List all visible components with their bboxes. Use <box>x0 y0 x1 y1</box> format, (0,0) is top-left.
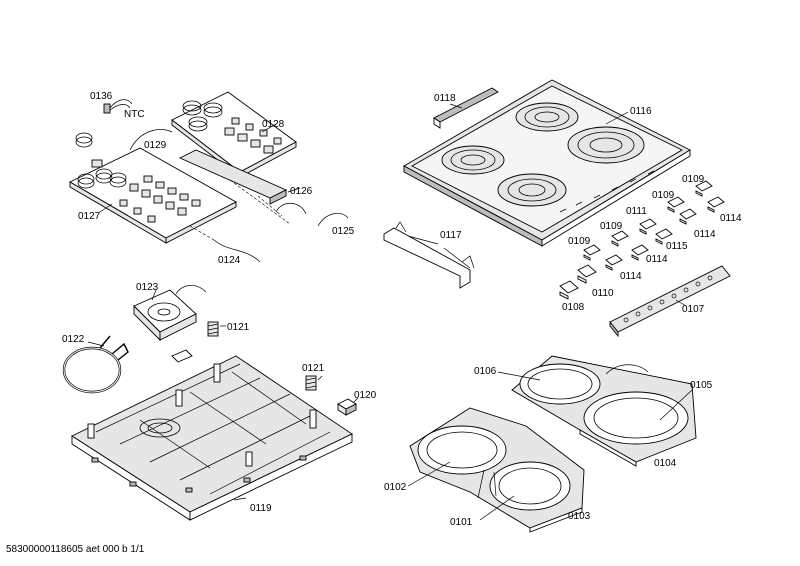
fan-0123 <box>133 285 207 342</box>
label-0121-b: 0121 <box>302 363 325 374</box>
label-0114-a: 0114 <box>720 213 742 224</box>
label-0128: 0128 <box>262 119 285 130</box>
label-0120: 0120 <box>354 390 377 401</box>
power-board-0128 <box>171 91 297 178</box>
label-0121-a: 0121 <box>227 322 250 333</box>
base-tray-0119 <box>71 355 353 521</box>
bracket-0117 <box>383 221 475 289</box>
coil-plate-0104 <box>511 355 697 467</box>
cable-0125 <box>317 212 349 227</box>
label-0114-c: 0114 <box>646 254 668 265</box>
part-labels: 0136 NTC 0129 0128 0127 0126 0125 0124 0… <box>62 91 742 528</box>
label-0109-d: 0109 <box>568 236 591 247</box>
gasket-0118 <box>433 87 499 129</box>
ferrite-ring <box>75 132 93 148</box>
label-0124: 0124 <box>218 255 241 266</box>
label-0110: 0110 <box>592 288 614 299</box>
label-0109-c: 0109 <box>600 221 623 232</box>
label-0125: 0125 <box>332 226 355 237</box>
label-0103: 0103 <box>568 511 591 522</box>
label-0109-a: 0109 <box>682 174 705 185</box>
label-ntc: NTC <box>124 109 145 120</box>
hob-zones <box>441 102 645 207</box>
springs-0121 <box>207 321 317 391</box>
label-0126: 0126 <box>290 186 313 197</box>
label-0104: 0104 <box>654 458 677 469</box>
control-board-0127 <box>69 147 288 244</box>
label-0114-b: 0114 <box>694 229 716 240</box>
cable-0124 <box>213 239 261 263</box>
label-0118: 0118 <box>434 93 456 104</box>
label-0108: 0108 <box>562 302 585 313</box>
glass-ceramic-top <box>403 79 691 247</box>
label-0122: 0122 <box>62 334 85 345</box>
label-0116: 0116 <box>630 106 652 117</box>
label-0107: 0107 <box>682 304 705 315</box>
label-0111: 0111 <box>626 206 647 217</box>
label-0101: 0101 <box>450 517 473 528</box>
label-0114-d: 0114 <box>620 271 642 282</box>
coil-plate-0103 <box>409 407 585 533</box>
label-0127: 0127 <box>78 211 101 222</box>
label-0119: 0119 <box>250 503 272 514</box>
label-0109-b: 0109 <box>652 190 675 201</box>
label-0102: 0102 <box>384 482 407 493</box>
electronics-group <box>69 91 349 263</box>
cable-0122 <box>62 335 129 394</box>
label-0105: 0105 <box>690 380 713 391</box>
label-0123: 0123 <box>136 282 159 293</box>
key-caps <box>559 180 725 300</box>
cable-0129 <box>129 129 173 151</box>
ntc-sensor <box>103 99 133 114</box>
document-code: 58300000118605 aet 000 b 1/1 <box>6 544 145 555</box>
keypad-strip-0107 <box>609 265 731 338</box>
label-0117: 0117 <box>440 230 462 241</box>
label-0115: 0115 <box>666 241 688 252</box>
clip-0120 <box>337 398 357 416</box>
leader-lines <box>87 103 693 521</box>
label-0136: 0136 <box>90 91 113 102</box>
label-0129: 0129 <box>144 140 167 151</box>
label-0106: 0106 <box>474 366 497 377</box>
